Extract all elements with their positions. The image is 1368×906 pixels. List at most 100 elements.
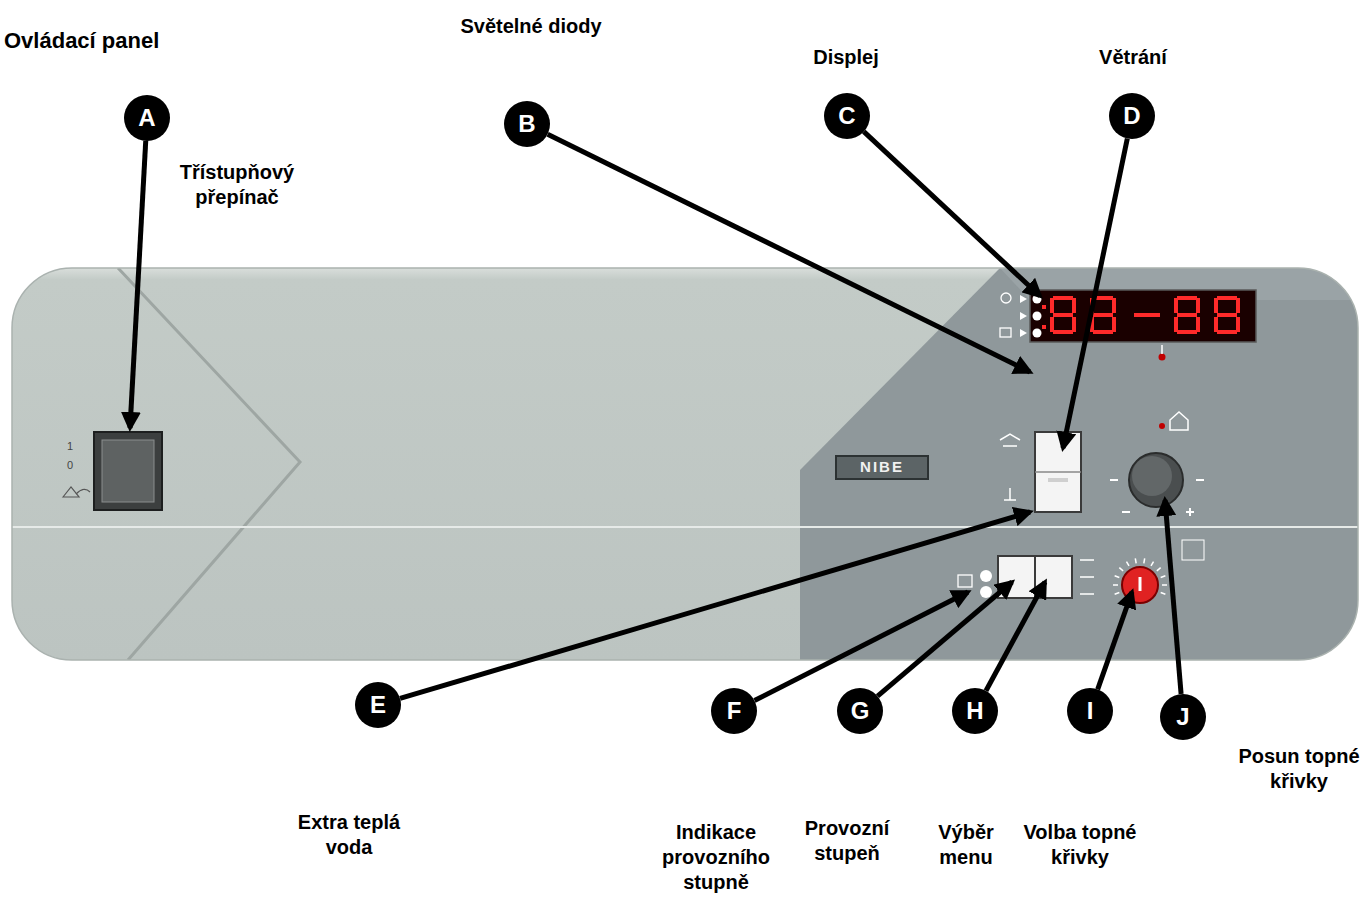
part-label: Výběr menu [931,820,1001,870]
menu-buttons [998,556,1072,598]
thermometer-icon [1159,354,1166,361]
segment [1217,330,1237,334]
thermometer-icon [1159,423,1165,429]
mode-icon [958,575,972,587]
segment [1177,330,1197,334]
callout-letter: G [837,688,883,734]
part-label: Indikace provozního stupně [651,820,781,895]
callout-letter: A [124,95,170,141]
segment [1217,313,1237,317]
leader-arrow [1098,592,1132,689]
ventilation-icon [1000,434,1020,446]
segment [1050,298,1054,313]
part-label: Třístupňový přepínač [152,160,322,210]
switch-position: 1 [60,440,80,454]
thermometer-stem [1161,345,1163,354]
scale-tick [1157,568,1161,571]
knob-mark [1139,577,1142,591]
seven-segment-digits [1042,296,1240,334]
warning-symbol [63,487,79,497]
offset-dial [1129,453,1183,507]
menu-icons [1080,560,1094,594]
part-label: Větrání [1058,45,1208,70]
button-divider [1035,471,1081,473]
house-icon [1170,412,1188,430]
callout-letter-text: H [966,699,983,723]
scale-tick [1143,558,1145,563]
callout-letter-text: I [1087,699,1094,723]
led [1033,329,1042,338]
segment [1050,317,1054,332]
callout-letter-text: A [138,106,155,130]
callout-letter: J [1160,694,1206,740]
callout-letter: E [355,682,401,728]
segment [1214,298,1218,313]
scale-tick [1115,593,1120,595]
callout-letter: F [711,688,757,734]
leader-arrow [548,134,1030,372]
segment [1053,330,1073,334]
segment [1053,313,1073,317]
segment [1196,298,1200,313]
scale-tick [1113,584,1118,586]
scale-tick [1161,593,1166,595]
part-label: Posun topné křivky [1234,744,1364,794]
dial-plus-minus [1122,508,1194,516]
leader-arrow [1063,139,1127,448]
leader-arrow [130,141,146,428]
led-icon [1000,328,1011,337]
hand-symbol [76,489,90,494]
leader-arrow [1165,500,1181,694]
scale-tick [1161,576,1166,578]
leader-arrow [400,512,1030,698]
panel-outline [12,268,1358,660]
segment [1236,298,1240,313]
led-icon [1001,293,1011,303]
panel-title: Ovládací panel [4,28,159,54]
segment [1236,317,1240,332]
segment [1112,317,1116,332]
part-label: Světelné diody [456,14,606,39]
dark-panel-region [800,268,1358,660]
segment [1112,298,1116,313]
callout-letter-text: G [851,699,870,723]
led-markers [1020,295,1027,337]
callout-letter-text: J [1176,705,1189,729]
segment [1174,298,1178,313]
panel-body [12,268,1358,660]
callout-letter: B [504,101,550,147]
mode-led [980,570,992,582]
segment [1053,296,1073,300]
scale-tick [1162,584,1167,586]
callout-letter-text: E [370,693,386,717]
brand-logo: NIBE [835,455,929,480]
callout-letter: H [952,688,998,734]
segment [1217,296,1237,300]
button-divider [1034,556,1036,598]
rocker-switch-face [102,440,154,502]
curve-grid-icon [1182,540,1204,560]
display-window [1030,290,1256,342]
leader-arrow [864,132,1040,296]
callout-letter-text: F [727,699,742,723]
part-label: Volba topné křivky [1015,820,1145,870]
button-mark [1048,478,1068,482]
scale-tick [1119,568,1123,571]
part-label: Displej [771,45,921,70]
scale-tick [1135,558,1137,563]
callout-letter: D [1109,93,1155,139]
segment [1072,317,1076,332]
mode-led [980,586,992,598]
segment [1093,313,1113,317]
panel-seam [12,526,1358,528]
callout-letter-text: D [1123,104,1140,128]
tap-icon [1004,488,1016,500]
segment [1177,296,1197,300]
callout-letter: I [1067,688,1113,734]
led [1033,312,1042,321]
dial-marks [1110,479,1204,481]
part-label: Provozní stupeň [797,816,897,866]
segment [1072,298,1076,313]
